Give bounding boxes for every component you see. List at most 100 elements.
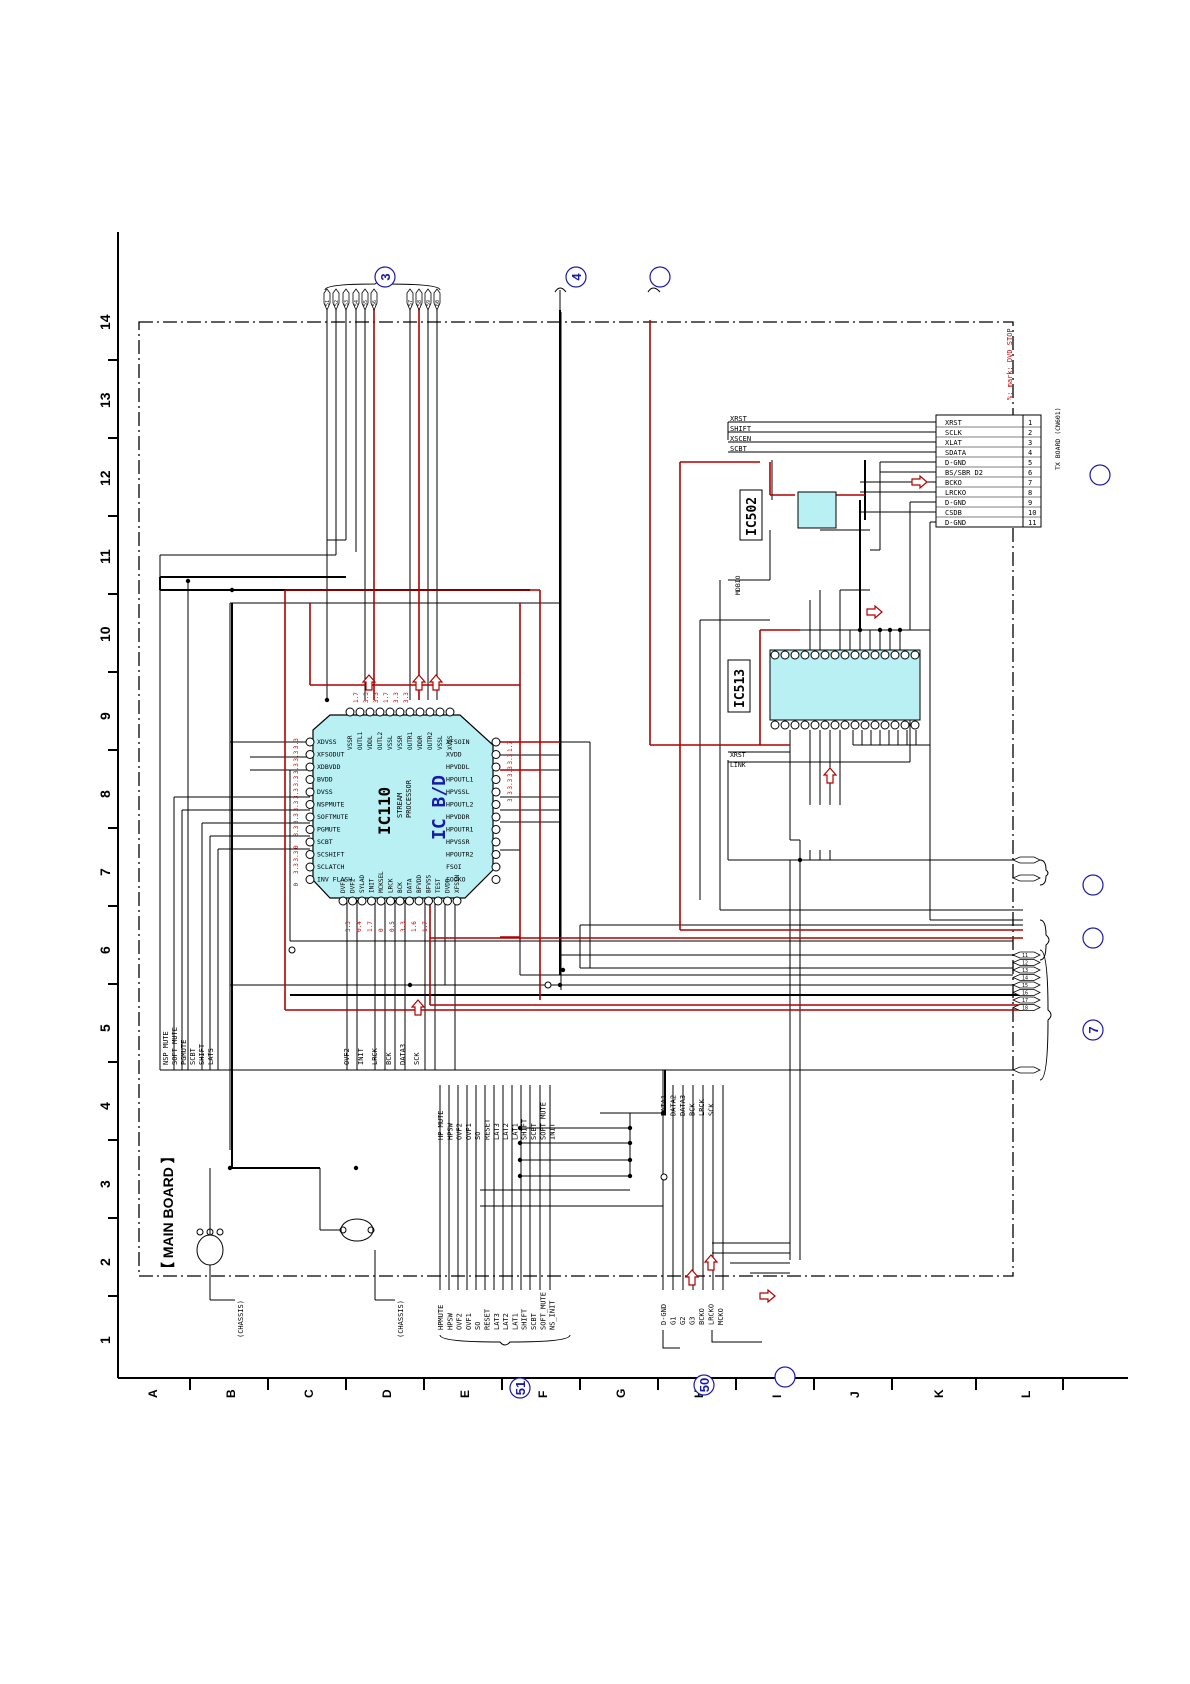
e-bus-label: LAT3: [493, 1123, 501, 1140]
ic110-pin: [491, 762, 501, 772]
ic502-package: IC502: [739, 489, 837, 541]
ic110-bottom-pin-name: DVF1: [340, 878, 347, 893]
e-bus-label: LAT2: [502, 1123, 510, 1140]
ic110-right-pin-name: HPVSSL: [446, 788, 470, 796]
ic110-top-pin-name: VDDR: [417, 735, 424, 750]
junction-dot: [185, 578, 191, 584]
e-bus-label: LAT1: [511, 1123, 519, 1140]
ic110-left-pin-name: INV FLASH: [317, 876, 352, 884]
ic110-left-pin-name: XFSODUT: [317, 751, 344, 759]
ic110-left-pin-name: SCLATCH: [317, 863, 344, 871]
ic110-right-pin-name: HPOUTL2: [446, 801, 473, 809]
ic110-pin: [376, 896, 386, 906]
ic110-pin: [415, 707, 425, 717]
connector-ref: 51: [513, 1381, 528, 1395]
col-letter-C: C: [302, 1389, 316, 1398]
ic110-right-pin-name: XFSOIN: [446, 738, 470, 746]
junction-dot: [229, 587, 235, 593]
ic110-pin: [338, 896, 348, 906]
ic110-pin: [424, 896, 433, 906]
signal-arrow: [684, 1269, 700, 1286]
e-bus-label: SHIFT: [521, 1118, 529, 1140]
conn51-label: LAT2: [502, 1313, 510, 1330]
junction-dot: [353, 1165, 359, 1171]
junction-dot: [627, 1125, 633, 1131]
ic110-right-pin-name: FOOKO: [446, 876, 466, 884]
ic513-pin: [810, 720, 820, 730]
connector-3-pin-number: 56: [372, 300, 378, 306]
connector-3-pin-tab: [415, 288, 423, 312]
tx-pin-name: BCKO: [945, 479, 962, 487]
connector-7-pin-number: 11: [1022, 953, 1028, 959]
ic110-pin: [365, 707, 375, 717]
ic110-right-pin-name: HPOUTR1: [446, 826, 473, 834]
ic110-pin: [305, 750, 315, 759]
voltage-bottom: 0.4: [356, 921, 363, 932]
row-number-11: 11: [97, 549, 113, 564]
junction-dot: [627, 1173, 633, 1179]
ic110-bottom-pin-name: DVDD: [445, 878, 452, 893]
voltage-top: 3.3: [363, 692, 370, 703]
ic502-ref: IC502: [745, 497, 760, 536]
junction-dot: [560, 967, 566, 973]
voltage-bottom: 3.3: [400, 921, 407, 932]
connector-circle: [1089, 464, 1111, 486]
g-bus-label: DATA2: [670, 1095, 678, 1116]
voltage-right: 3.3: [507, 791, 514, 802]
conn51-label: RESET: [484, 1308, 492, 1330]
grid-col-ticks: ABCDEFGHIJKL: [146, 1378, 1064, 1398]
motor-symbol-1: [196, 1228, 224, 1266]
mid-bus-label: DATA3: [399, 1044, 407, 1065]
ic513-pin: [890, 720, 900, 730]
test-point: [660, 1173, 668, 1181]
tx-pin-number: 6: [1028, 469, 1032, 477]
tx-board-label: TX BOARD (CN601): [1054, 407, 1062, 470]
ic513-pin: [880, 650, 890, 660]
wires-black: [159, 290, 1023, 1301]
row-number-7: 7: [97, 868, 113, 876]
tx-signal-label: XSCEN: [730, 435, 751, 443]
wires-heavy: [159, 310, 1020, 1169]
tx-pin-name: LRCKO: [945, 489, 966, 497]
tx-pin-name: XLAT: [945, 439, 963, 447]
ic110-pin: [491, 850, 501, 859]
ic110-bottom-pin-name: BFVSS: [426, 875, 433, 893]
ic513-pins: [770, 650, 920, 730]
junction-dot: [517, 1157, 523, 1163]
voltage-left: 3.3: [293, 863, 300, 874]
row-number-5: 5: [97, 1024, 113, 1032]
ic513-pin: [890, 650, 900, 660]
mid-bus-label: BCK: [385, 1052, 393, 1065]
voltage-left: 3.3: [293, 775, 300, 786]
connector-3-pin-tab: [352, 288, 360, 312]
connector-pin-tab: [1011, 856, 1041, 864]
ic110-bottom-pin-name: SYLAD: [359, 875, 366, 893]
ic110-pin: [491, 750, 501, 759]
e-bus-label: INIT: [549, 1122, 557, 1140]
ic110-pin: [305, 800, 315, 809]
junction-dot: [627, 1157, 633, 1163]
connector-ref: 7: [1086, 1026, 1101, 1033]
connector-7-pin-tab: [1011, 996, 1041, 1004]
tx-pin-number: 5: [1028, 459, 1032, 467]
ic110-pin: [305, 850, 315, 859]
conn51-label: NS_INIT: [549, 1300, 557, 1330]
row-number-9: 9: [97, 712, 113, 720]
left-bus-label: SHIFT: [198, 1043, 206, 1065]
conn50-label: G3: [689, 1317, 697, 1325]
tx-pin-number: 2: [1028, 429, 1032, 437]
ic110-pin: [305, 775, 315, 784]
signal-arrow: [703, 1254, 719, 1271]
ic110-pin: [305, 875, 315, 884]
voltage-annotations: 3.33.33.33.33.33.33.33.303.33.301.73.33.…: [293, 692, 514, 932]
ic110-pin: [355, 707, 365, 717]
voltage-top: 3.3: [393, 692, 400, 703]
ic110-pin: [305, 812, 315, 822]
junction-dot: [517, 1125, 523, 1131]
ic110-left-pin-name: XDBVDD: [317, 763, 341, 771]
tx-pin-name: SDATA: [945, 449, 967, 457]
ic513-pin: [850, 650, 860, 660]
